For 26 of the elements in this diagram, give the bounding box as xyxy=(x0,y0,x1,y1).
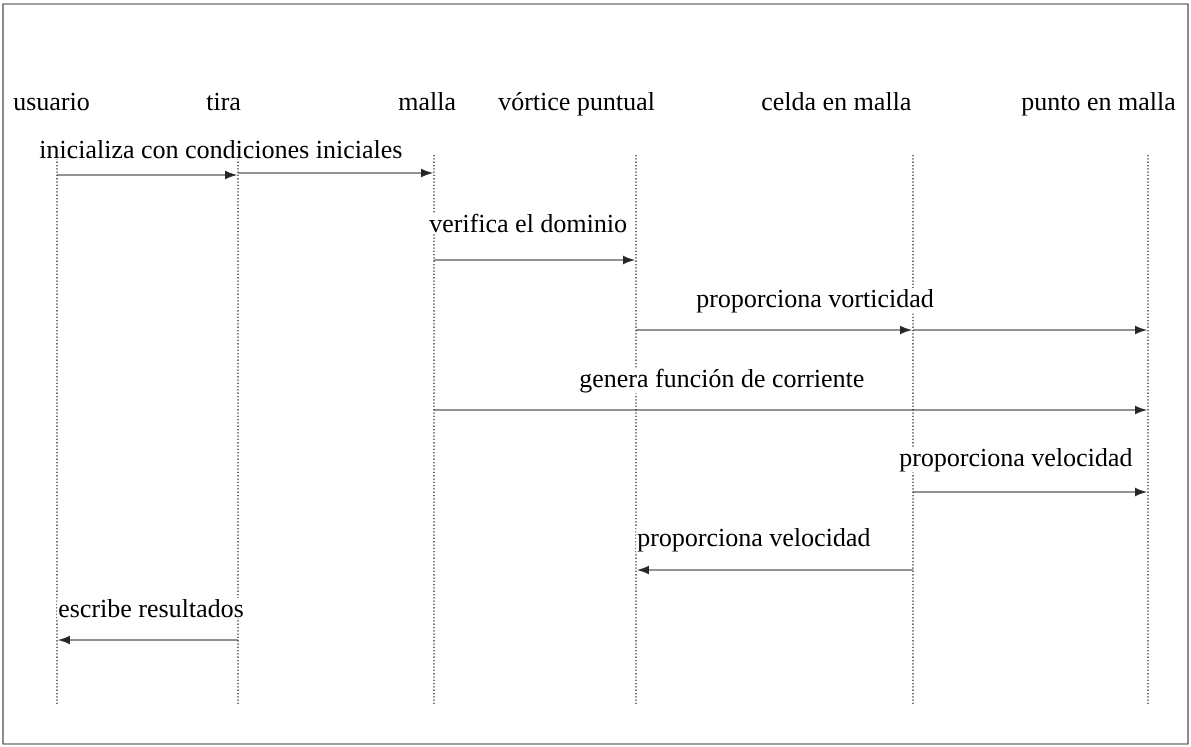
edge-label: proporciona vorticidad xyxy=(695,287,935,314)
edge-label: verifica el dominio xyxy=(428,212,629,234)
arrow xyxy=(912,487,1146,497)
lifeline-label: tira xyxy=(206,92,241,111)
edge-label: inicializa con condiciones iniciales xyxy=(38,138,404,160)
lifeline-label: usuario xyxy=(13,92,89,111)
arrow xyxy=(638,565,914,575)
arrow xyxy=(59,635,239,645)
arrow xyxy=(56,170,236,180)
arrow xyxy=(635,325,911,335)
lifeline-label: celda en malla xyxy=(762,91,911,111)
edge-label: genera función de corriente xyxy=(578,367,866,394)
lifeline-label: punto en malla xyxy=(1021,91,1176,116)
lifeline xyxy=(635,154,637,707)
edge-label: escribe resultados xyxy=(57,597,245,619)
edge-label: proporciona velocidad xyxy=(636,526,872,553)
lifeline-label: vórtice puntual xyxy=(498,91,655,116)
arrow xyxy=(433,405,1146,415)
lifeline xyxy=(433,154,435,707)
edge-label: proporciona velocidad xyxy=(898,446,1134,473)
arrow xyxy=(912,325,1146,335)
lifeline-label: malla xyxy=(398,91,456,111)
lifeline xyxy=(912,154,914,707)
arrow xyxy=(237,168,432,178)
lifeline xyxy=(1147,154,1149,707)
arrow xyxy=(433,255,634,265)
